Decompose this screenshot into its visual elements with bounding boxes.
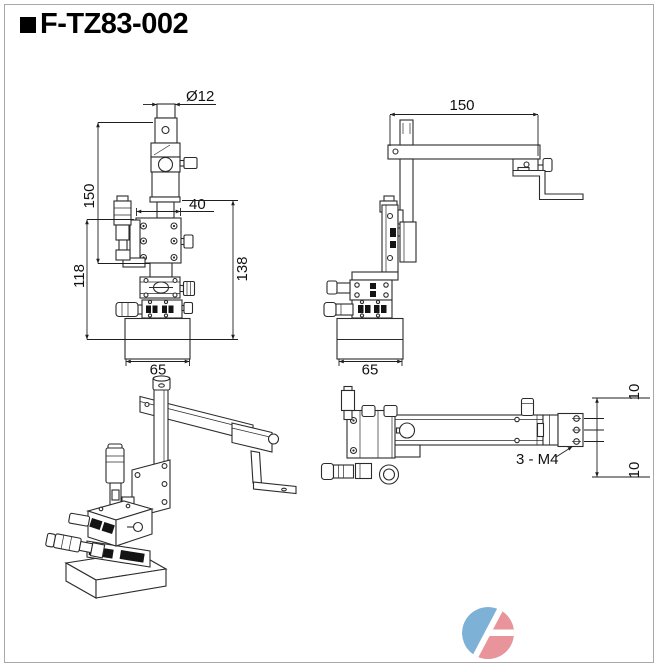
title-bullet-square-icon <box>20 16 36 33</box>
front-micrometer <box>113 195 146 268</box>
part-number: F-TZ83-002 <box>40 8 189 40</box>
dim-front-overall-height: 138 <box>234 256 251 281</box>
top-stage-cluster <box>320 385 421 485</box>
side-end-clamp <box>512 157 584 201</box>
dim-top-thread-callout: 3 - M4 <box>516 451 559 468</box>
front-view: Ø12 150 118 40 138 6 <box>71 88 251 379</box>
dim-top-edge-offset-bottom: 10 <box>626 462 643 479</box>
drawing-title: F-TZ83-002 <box>20 8 189 40</box>
iso-end-clamp <box>231 422 273 453</box>
iso-bracket-drop <box>250 450 263 486</box>
isometric-view <box>45 375 297 599</box>
side-view: 150 65 <box>323 97 584 379</box>
dim-front-stage-height: 118 <box>71 264 88 288</box>
top-view: 10 10 3 - M4 <box>320 384 650 485</box>
side-stage-assembly <box>323 195 417 319</box>
iso-stage-stack <box>45 500 154 568</box>
top-dimensions: 10 10 3 - M4 <box>516 384 650 479</box>
dim-front-stage-width: 40 <box>189 196 206 213</box>
front-dimensions: Ø12 150 118 40 138 6 <box>71 88 251 379</box>
dim-top-edge-offset-top: 10 <box>626 384 643 401</box>
front-xy-stage <box>135 217 194 278</box>
side-bent-bracket <box>512 169 584 201</box>
dim-front-base-width: 65 <box>150 362 167 379</box>
front-x-stage <box>115 299 194 319</box>
side-dimensions: 150 65 <box>338 97 539 379</box>
page-border <box>4 4 654 663</box>
top-clamp-knob <box>520 397 535 417</box>
iso-vertical-micrometer <box>105 443 135 513</box>
iso-bracket-foot <box>252 481 297 495</box>
top-end-plate <box>536 412 584 448</box>
iso-horizontal-micrometer <box>45 532 106 559</box>
dim-front-post-height: 150 <box>81 183 98 208</box>
company-logo <box>462 607 514 659</box>
side-base-block <box>336 317 404 360</box>
dim-front-diameter: Ø12 <box>186 88 214 105</box>
side-arm <box>387 119 541 223</box>
logo-white-bar <box>487 629 514 636</box>
front-base-block <box>124 317 191 360</box>
dim-side-base-width: 65 <box>362 362 379 379</box>
top-arm <box>389 397 544 446</box>
iso-post <box>152 375 171 467</box>
front-z-stage <box>139 276 196 299</box>
dim-side-arm-length: 150 <box>449 97 474 114</box>
